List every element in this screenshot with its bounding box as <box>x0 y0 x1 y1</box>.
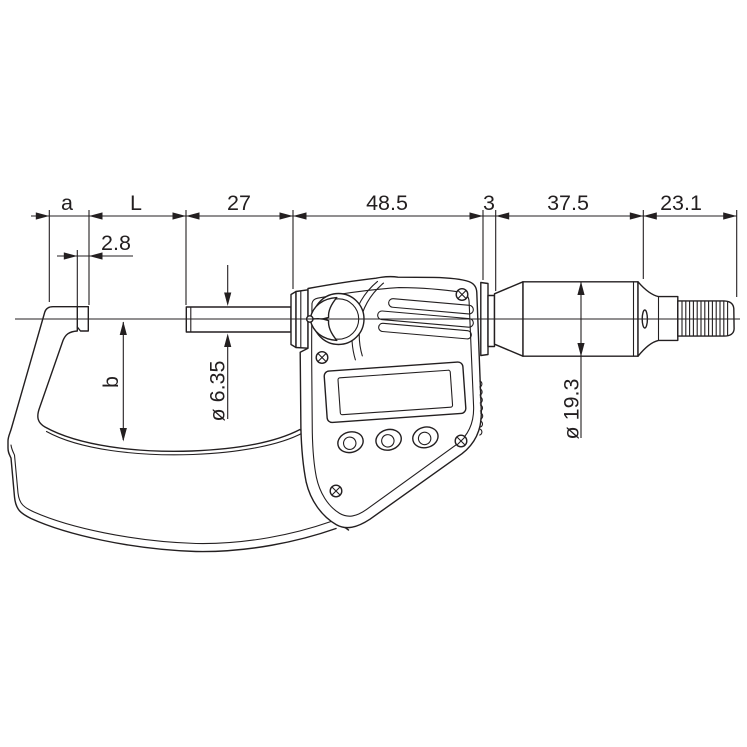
lcd-bezel <box>323 361 467 424</box>
frame-outer-edge <box>7 306 337 553</box>
extension-lines <box>48 210 738 305</box>
dimension-spindle-diameter: ø 6.35 <box>206 265 232 421</box>
screw-top-left <box>315 351 329 365</box>
dim-label-dia-6-35: ø 6.35 <box>206 360 230 421</box>
button-2 <box>375 428 402 451</box>
dim-label-37-5: 37.5 <box>547 191 589 215</box>
screw-bottom-right <box>454 434 468 448</box>
dim-label-2-8: 2.8 <box>101 231 131 255</box>
dim-label-27: 27 <box>227 191 251 215</box>
lcd-window <box>337 369 454 416</box>
frame-edge-contour <box>10 444 332 545</box>
frame-window-contour <box>45 430 336 518</box>
dim-label-a: a <box>61 191 73 215</box>
dimension-thimble-diameter: ø 19.3 <box>560 281 585 439</box>
screw-top-right <box>455 288 469 302</box>
horizontal-dimension-chain: a L 27 48.5 3 37.5 23.1 <box>31 191 738 305</box>
anvil <box>76 306 89 332</box>
sleeve-collar <box>487 294 496 348</box>
dim-label-23-1: 23.1 <box>660 191 702 215</box>
button-1 <box>337 431 364 454</box>
thumb-grip-ridges <box>377 298 474 340</box>
body-front-panel-edge <box>311 287 475 517</box>
dim-label-3: 3 <box>483 191 495 215</box>
dim-label-b: b <box>99 376 123 388</box>
screw-bottom-left <box>329 484 343 498</box>
display-body <box>299 275 484 529</box>
button-3 <box>412 426 439 449</box>
dimension-arrowheads <box>35 212 737 220</box>
dimension-2-8: 2.8 <box>57 231 133 306</box>
dim-label-L: L <box>130 191 142 215</box>
side-serration <box>479 380 484 436</box>
dim-label-dia-19-3: ø 19.3 <box>560 378 584 439</box>
dimension-b: b <box>99 321 127 442</box>
dim-label-48-5: 48.5 <box>366 191 408 215</box>
lcd-display <box>323 361 467 424</box>
